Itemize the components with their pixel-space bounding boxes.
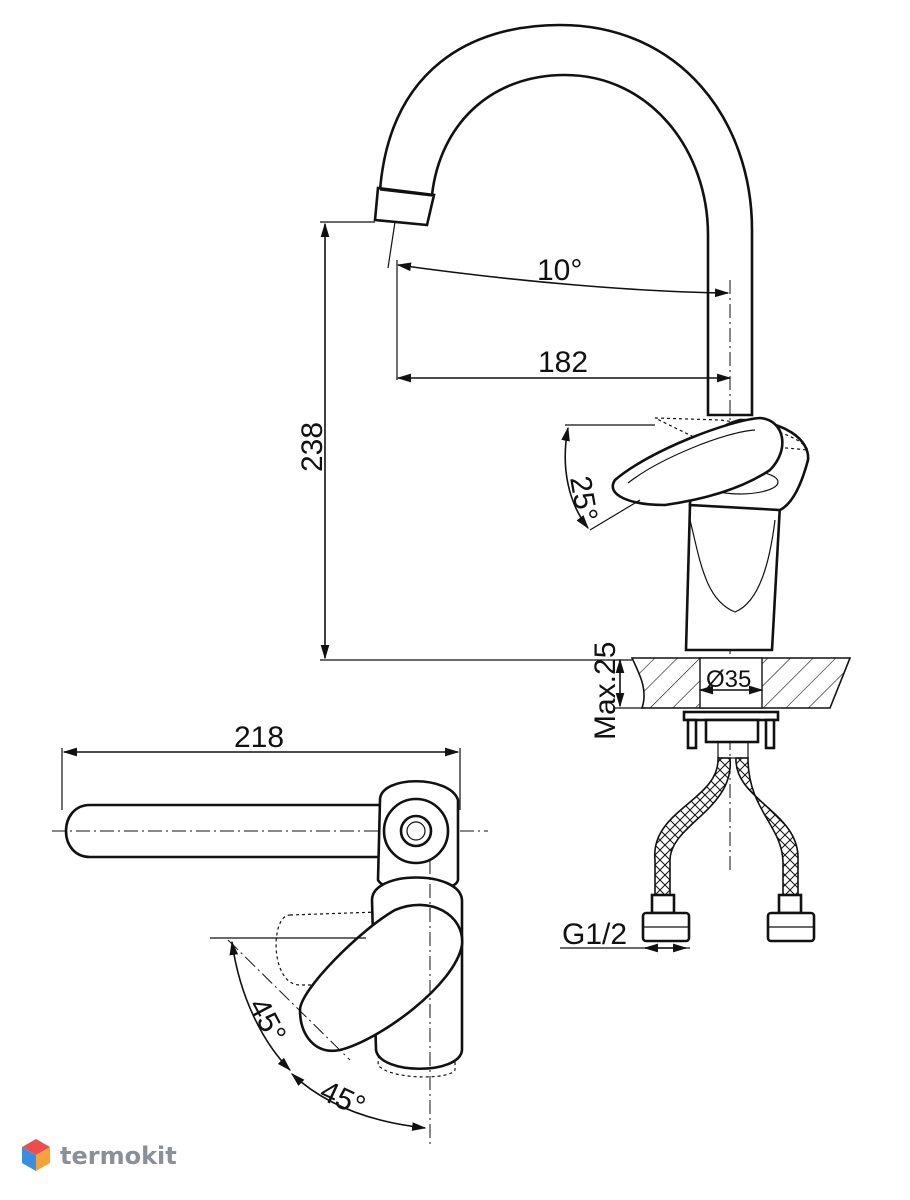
aerator [373,186,436,227]
side-view: 10° 182 238 25° Max.25 Ø35 G1/2 [296,23,852,953]
body-inner-curve [689,519,776,613]
top-view: 218 45° 45° [52,721,488,1145]
dim-rotation-right: 45° [315,1074,370,1123]
brand-name: termokit [60,1142,177,1170]
lever-handle [611,416,784,507]
dim-reach: 182 [538,346,588,379]
lever-ghost-right [377,1034,456,1078]
dim-lever-tilt: 25° [563,473,603,523]
dim-spout-angle: 10° [537,254,582,287]
hose-left [654,757,731,906]
brand-logo-icon [22,1139,50,1171]
lever-top [298,903,464,1053]
dim-rotation-left: 45° [242,993,292,1049]
dim-max-counter: Max.25 [589,642,622,740]
hose-right [735,757,799,906]
dim-mount-diameter: Ø35 [706,666,751,693]
dim-top-length: 218 [234,721,284,754]
body [684,503,782,652]
mount-hole [699,657,763,709]
dim-height: 238 [296,422,329,472]
watermark: termokit [22,1139,177,1171]
dim-thread: G1/2 [562,918,627,951]
